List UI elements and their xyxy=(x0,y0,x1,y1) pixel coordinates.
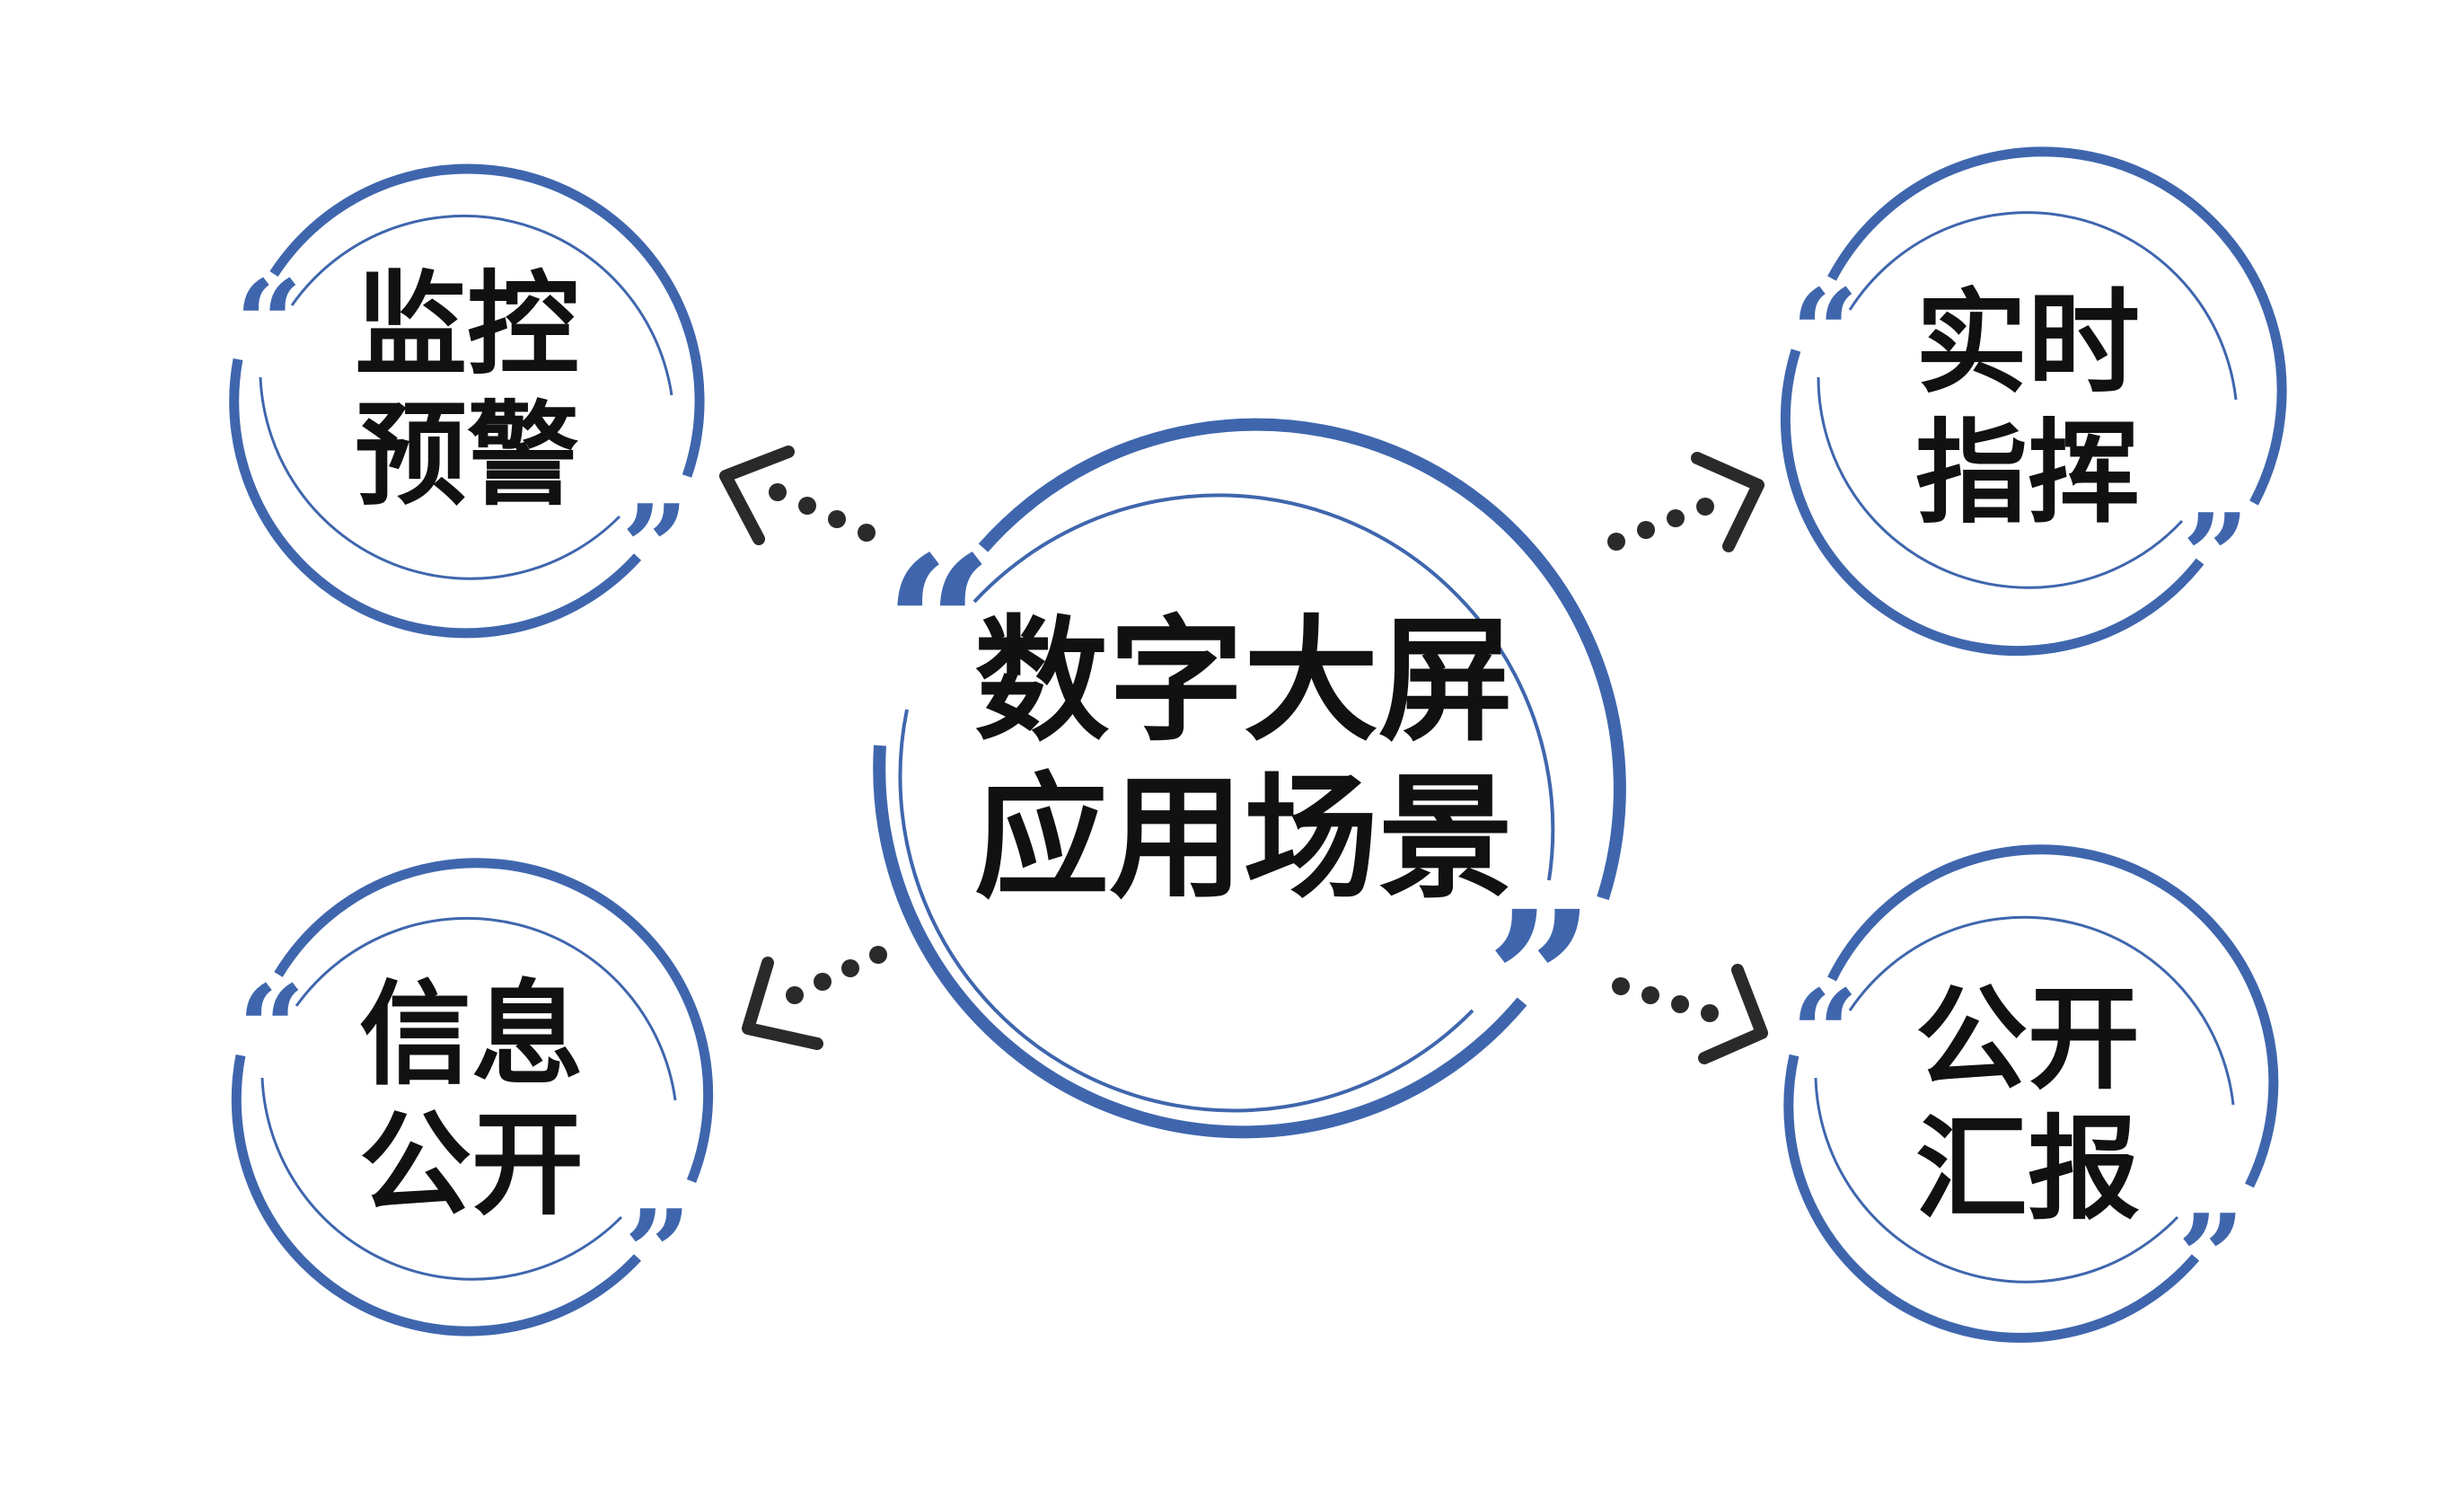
node-label-line1: 信息 xyxy=(359,970,584,1100)
open-quote: “ xyxy=(1791,964,1859,1101)
node-label-line1: 公开 xyxy=(1915,975,2140,1105)
arrow-dot xyxy=(769,483,787,501)
node-outer-ring xyxy=(274,858,714,1184)
close-quote: ” xyxy=(2178,1188,2245,1326)
node-label-line1: 监控 xyxy=(355,260,579,391)
node-inner-ring xyxy=(1848,915,2235,1106)
node-realtime-command: “ ” 实时 指挥 xyxy=(1780,146,2287,657)
node-inner-ring-lower xyxy=(1817,376,2184,589)
open-quote: “ xyxy=(1791,263,1859,401)
arrow-to-info-disclosure xyxy=(742,946,887,1050)
node-outer-ring-lower xyxy=(1783,1054,2200,1343)
arrow-to-public-report xyxy=(1612,964,1768,1064)
arrow-dot xyxy=(1671,995,1689,1013)
node-outer-ring-lower xyxy=(1780,349,2204,657)
center-open-quote: “ xyxy=(884,515,993,737)
node-inner-ring xyxy=(295,917,677,1101)
open-quote: “ xyxy=(235,254,303,392)
center-outer-ring-lower xyxy=(873,745,1527,1139)
node-outer-ring xyxy=(269,163,705,478)
center-node: “ ” 数字大屏 应用场景 xyxy=(873,418,1626,1139)
node-inner-ring xyxy=(290,214,673,396)
arrow-dot xyxy=(841,959,859,977)
arrow-dot xyxy=(1612,977,1630,995)
center-title-line1: 数字大屏 xyxy=(974,604,1513,760)
node-outer-ring-lower xyxy=(229,358,642,639)
arrow-dot xyxy=(1607,533,1625,551)
arrow-dot xyxy=(1667,509,1685,527)
node-public-report: “ ” 公开 汇报 xyxy=(1783,844,2279,1343)
node-outer-ring xyxy=(1827,844,2279,1188)
node-label-line2: 汇报 xyxy=(1915,1105,2140,1235)
node-label-line2: 指挥 xyxy=(1915,409,2140,539)
arrow-dot xyxy=(828,510,846,528)
node-outer-ring-lower xyxy=(231,1054,642,1337)
center-inner-ring-lower xyxy=(898,709,1474,1113)
arrow-dot xyxy=(1641,986,1659,1004)
close-quote: ” xyxy=(621,479,689,616)
arrow-dot xyxy=(1637,521,1655,539)
node-info-disclosure: “ ” 信息 公开 xyxy=(231,858,714,1337)
arrow-dot xyxy=(858,524,876,542)
center-outer-ring xyxy=(978,418,1626,901)
arrow-head-icon xyxy=(719,446,795,545)
arrow-head-icon xyxy=(1691,452,1764,552)
node-inner-ring xyxy=(1848,211,2238,401)
arrow-dot xyxy=(786,986,804,1004)
node-label-line2: 预警 xyxy=(355,391,579,521)
arrow-dot xyxy=(1696,498,1714,516)
arrow-head-icon xyxy=(742,957,823,1050)
node-label-line1: 实时 xyxy=(1915,278,2140,409)
close-quote: ” xyxy=(624,1184,691,1321)
center-title-line2: 应用场景 xyxy=(974,761,1513,917)
node-inner-ring-lower xyxy=(259,376,621,580)
arrow-head-icon xyxy=(1698,964,1768,1064)
center-inner-ring xyxy=(972,493,1555,881)
node-monitor-warning: “ ” 监控 预警 xyxy=(229,163,705,639)
arrow-dot xyxy=(798,497,816,515)
arrow-dot xyxy=(1701,1004,1719,1022)
arrow-to-realtime-command xyxy=(1607,452,1764,552)
arrow-dot xyxy=(869,946,887,964)
node-outer-ring xyxy=(1827,146,2287,506)
center-close-quote: ” xyxy=(1486,869,1595,1091)
arrow-dot xyxy=(814,973,832,991)
open-quote: “ xyxy=(238,959,305,1097)
close-quote: ” xyxy=(2182,488,2249,625)
node-inner-ring-lower xyxy=(1814,1077,2179,1284)
node-inner-ring-lower xyxy=(260,1077,623,1281)
node-label-line2: 公开 xyxy=(359,1100,584,1231)
arrow-to-monitor-warning xyxy=(719,446,876,545)
